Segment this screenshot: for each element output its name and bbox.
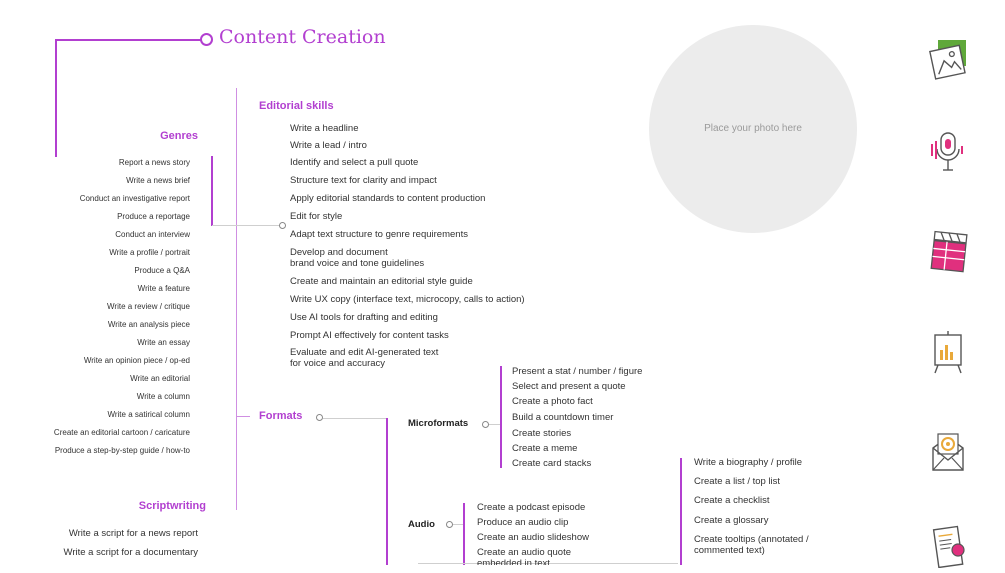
editorial-item: Develop and document brand voice and ton… <box>290 247 425 269</box>
genres-item: Produce a reportage <box>117 212 190 221</box>
editorial-item: Write UX copy (interface text, microcopy… <box>290 294 525 305</box>
scriptwriting-item: Write a script for a documentary <box>63 547 198 558</box>
text-format-item: Write a biography / profile <box>694 457 803 468</box>
genres-to-editorial-connector <box>212 225 280 226</box>
editorial-item: Edit for style <box>290 211 343 222</box>
editorial-item: Adapt text structure to genre requiremen… <box>290 229 468 240</box>
microformats-node <box>482 421 489 428</box>
document-icon[interactable] <box>928 524 970 569</box>
text-format-item: Create a checklist <box>694 495 770 506</box>
email-icon[interactable] <box>928 428 970 472</box>
microformats-item: Build a countdown timer <box>512 412 614 423</box>
genres-item: Write an analysis piece <box>107 320 190 329</box>
genres-item: Write a column <box>136 392 190 401</box>
genres-item: Produce a step-by-step guide / how-to <box>54 446 190 455</box>
audio-connector <box>453 524 463 525</box>
genres-item: Write a feature <box>137 284 190 293</box>
genres-item: Report a news story <box>118 158 190 167</box>
text-format-item: Create a list / top list <box>694 476 781 487</box>
photo-placeholder-text: Place your photo here <box>704 123 802 134</box>
genres-item: Write an editorial <box>130 374 190 383</box>
editorial-item: Evaluate and edit AI-generated text for … <box>290 347 439 369</box>
editorial-item: Write a headline <box>290 123 359 134</box>
bottom-divider <box>418 563 678 564</box>
genres-item: Write a profile / portrait <box>109 248 190 257</box>
editorial-item: Create and maintain an editorial style g… <box>290 276 473 287</box>
genres-item: Produce a Q&A <box>134 266 190 275</box>
audio-heading: Audio <box>408 519 435 530</box>
microformats-heading: Microformats <box>408 418 469 429</box>
genres-item: Write a satirical column <box>107 410 190 419</box>
audio-item: Produce an audio clip <box>477 517 569 528</box>
genres-item: Write a review / critique <box>107 302 190 311</box>
editorial-heading: Editorial skills <box>259 100 334 112</box>
genres-item: Conduct an investigative report <box>79 194 190 203</box>
genres-item: Write an essay <box>137 338 190 347</box>
microformats-connector <box>489 424 501 425</box>
genres-item: Conduct an interview <box>115 230 190 239</box>
microformats-item: Create card stacks <box>512 458 592 469</box>
audio-item: Create an audio quote embedded in text <box>477 547 572 565</box>
audio-bracket <box>463 503 465 565</box>
audio-item: Create an audio slideshow <box>477 532 589 543</box>
text-format-item: Create tooltips (annotated / commented t… <box>694 534 809 556</box>
image-icon[interactable] <box>928 38 970 82</box>
editorial-item: Apply editorial standards to content pro… <box>290 193 486 204</box>
formats-spine <box>386 418 388 565</box>
genres-item: Write an opinion piece / op-ed <box>83 356 190 365</box>
editorial-branch-line <box>236 88 237 510</box>
genres-bracket <box>211 156 213 226</box>
editorial-item: Structure text for clarity and impact <box>290 175 437 186</box>
genres-heading: Genres <box>160 130 198 142</box>
title-connector-vertical <box>55 39 57 157</box>
text-format-item: Create a glossary <box>694 515 769 526</box>
microformats-bracket <box>500 366 502 468</box>
scriptwriting-item: Write a script for a news report <box>68 528 198 539</box>
audio-item: Create a podcast episode <box>477 502 586 513</box>
chart-easel-icon[interactable] <box>928 330 970 374</box>
title-connector-horizontal <box>55 39 201 41</box>
formats-heading: Formats <box>259 410 303 422</box>
microformats-item: Present a stat / number / figure <box>512 366 643 377</box>
microphone-icon[interactable] <box>928 130 970 174</box>
editorial-node <box>279 222 286 229</box>
editorial-item: Prompt AI effectively for content tasks <box>290 330 449 341</box>
microformats-item: Select and present a quote <box>512 381 626 392</box>
editorial-item: Identify and select a pull quote <box>290 157 419 168</box>
genres-list: Report a news story Write a news brief C… <box>54 158 190 464</box>
genres-item: Create an editorial cartoon / caricature <box>53 428 190 437</box>
editorial-item: Write a lead / intro <box>290 140 367 151</box>
clapperboard-icon[interactable] <box>928 230 970 274</box>
microformats-item: Create a meme <box>512 443 578 454</box>
scriptwriting-heading: Scriptwriting <box>138 500 206 512</box>
formats-connector <box>323 418 387 419</box>
editorial-item: Use AI tools for drafting and editing <box>290 312 438 323</box>
page-title: Content Creation <box>219 26 386 48</box>
microformats-item: Create a photo fact <box>512 396 593 407</box>
formats-node <box>316 414 323 421</box>
genres-item: Write a news brief <box>126 176 190 185</box>
microformats-item: Create stories <box>512 428 572 439</box>
audio-node <box>446 521 453 528</box>
text-formats-bracket <box>680 458 682 565</box>
photo-placeholder[interactable]: Place your photo here <box>649 25 857 233</box>
title-node <box>200 33 213 46</box>
formats-tick <box>236 416 250 417</box>
